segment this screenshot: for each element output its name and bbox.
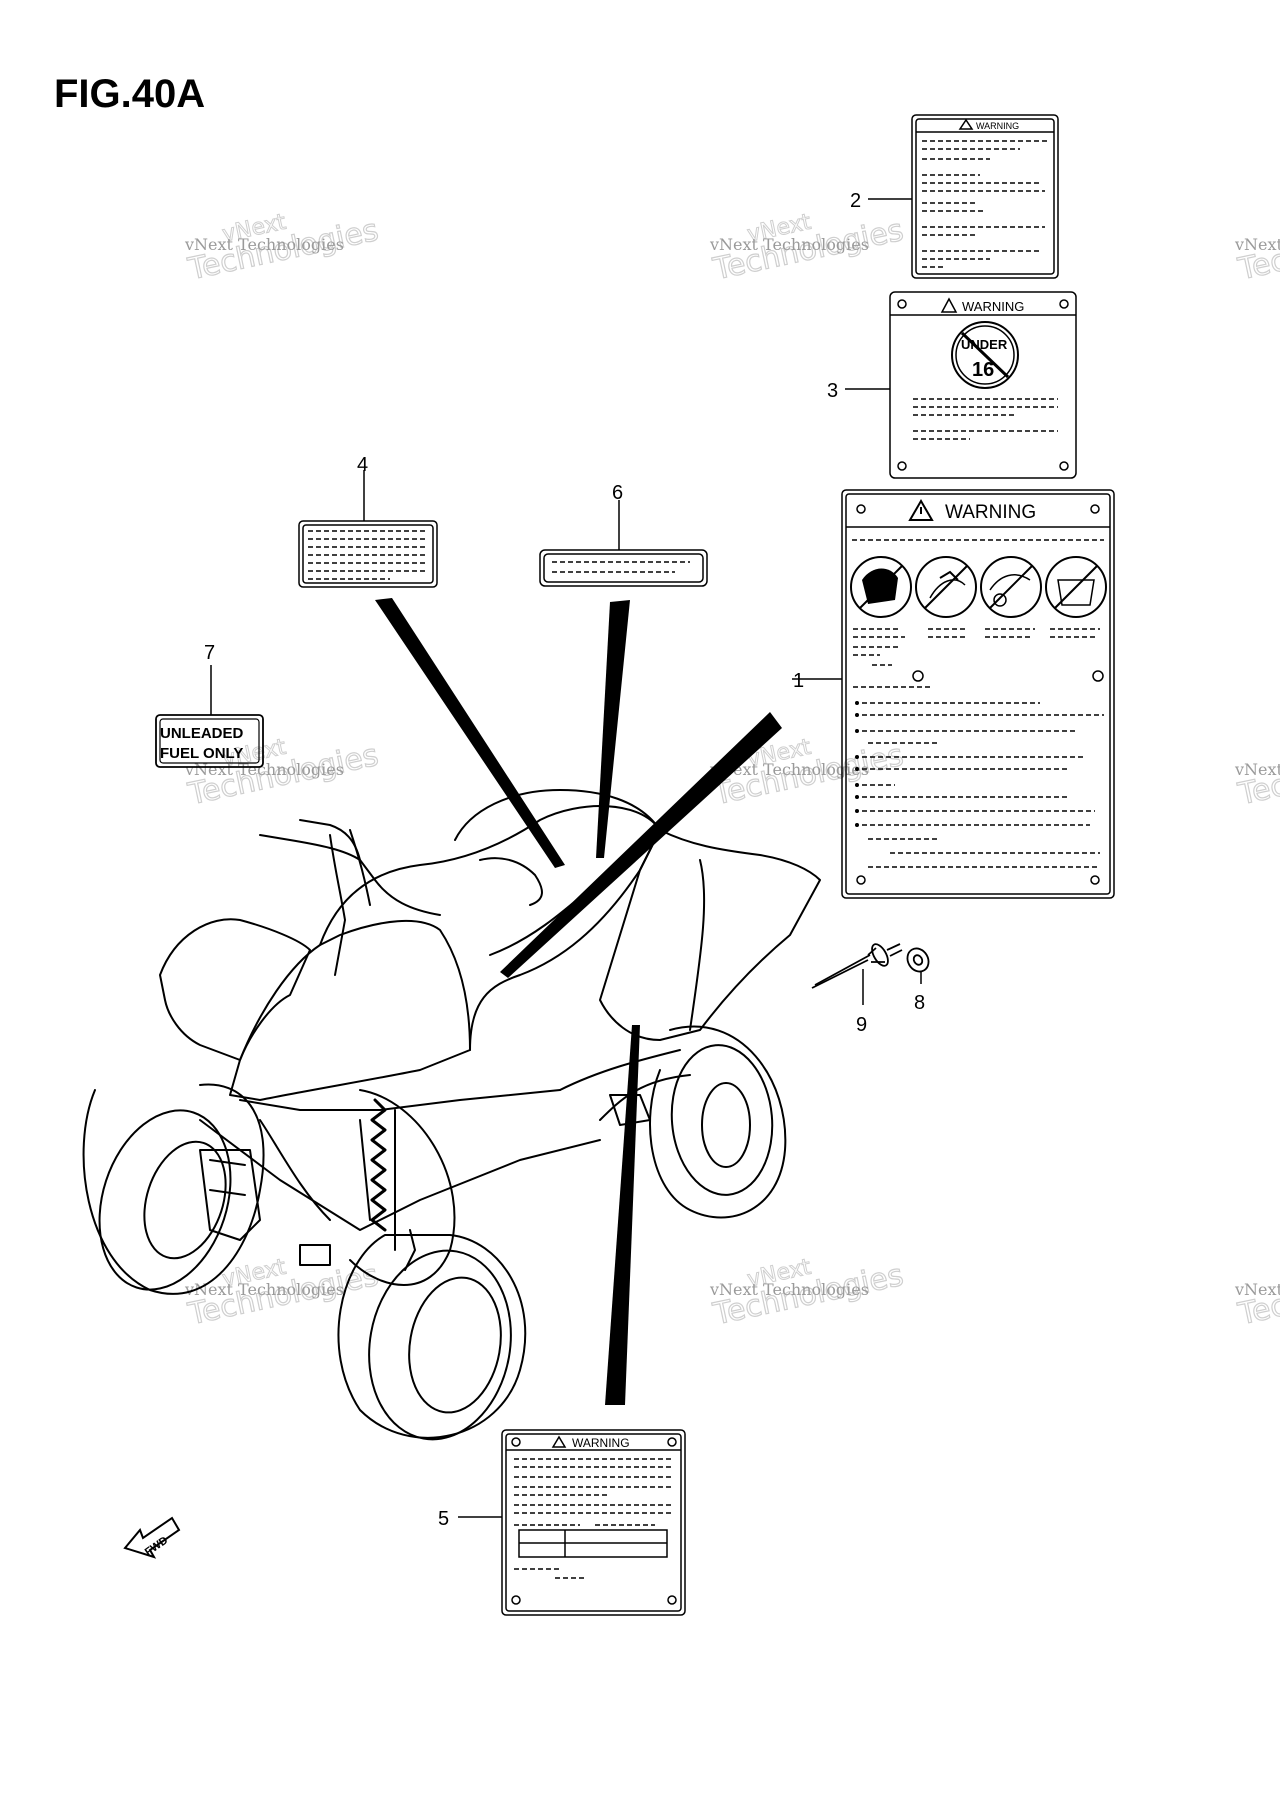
label-3-warning-text: WARNING	[962, 299, 1024, 314]
callout-number-9: 9	[856, 1014, 867, 1036]
figure-title: FIG.40A	[54, 72, 206, 116]
label-7-text-line1: UNLEADED	[160, 725, 244, 742]
callout-number-3: 3	[827, 380, 838, 402]
part-8-washer[interactable]	[903, 945, 932, 976]
watermark-group: Technologies vNext vNext Technologies Te…	[184, 209, 1280, 1333]
label-1-main-warning-sticker[interactable]: WARNING	[841, 489, 1115, 899]
callout-number-6: 6	[612, 482, 623, 504]
atv-illustration	[82, 789, 821, 1441]
watermark-text: vNext Technologies	[184, 235, 344, 254]
pointer-wedge-6	[596, 600, 630, 858]
callout-leaders	[210, 198, 922, 1518]
label-6-sticker[interactable]	[539, 549, 708, 587]
pointer-wedges	[375, 598, 782, 1405]
watermark-text: vNext Technologies	[184, 760, 344, 779]
label-3-age-warning-sticker[interactable]: WARNING UNDER 16	[889, 291, 1077, 479]
label-5-warning-sticker[interactable]: WARNING	[501, 1429, 686, 1616]
label-2-warning-sticker[interactable]: WARNING	[911, 114, 1059, 279]
callout-number-2: 2	[850, 190, 861, 212]
label-5-warning-text: WARNING	[572, 1436, 630, 1450]
label-3-age-text: 16	[972, 359, 994, 381]
watermark-text: vNext Technologies	[1234, 235, 1280, 254]
part-9-rivet[interactable]	[811, 942, 903, 989]
pointer-wedge-5	[605, 1025, 640, 1405]
callout-numbers: 1 2 3 4 5 6 7 8 9	[204, 190, 925, 1530]
pointer-wedge-1	[500, 712, 782, 978]
callout-number-4: 4	[357, 454, 368, 476]
label-4-sticker[interactable]	[298, 520, 438, 588]
label-3-under-text: UNDER	[961, 337, 1008, 352]
fwd-arrow-icon: FWD	[123, 1516, 181, 1559]
callout-number-8: 8	[914, 992, 925, 1014]
callout-number-5: 5	[438, 1508, 449, 1530]
watermark-text: vNext Technologies	[709, 1280, 869, 1299]
watermark-text: vNext Technologies	[709, 760, 869, 779]
label-7-unleaded-fuel-sticker[interactable]: UNLEADED FUEL ONLY	[155, 714, 264, 768]
callout-number-7: 7	[204, 642, 215, 664]
label-2-warning-text: WARNING	[976, 121, 1019, 131]
callout-number-1: 1	[793, 670, 804, 692]
label-7-text-line2: FUEL ONLY	[160, 745, 243, 762]
watermark-text: vNext Technologies	[1234, 1280, 1280, 1299]
watermark-text: vNext Technologies	[709, 235, 869, 254]
pictogram-group	[850, 556, 1107, 618]
watermark-text: vNext Technologies	[1234, 760, 1280, 779]
watermark-text: vNext Technologies	[184, 1280, 344, 1299]
pointer-wedge-4	[375, 598, 565, 868]
label-1-warning-text: WARNING	[945, 502, 1036, 523]
